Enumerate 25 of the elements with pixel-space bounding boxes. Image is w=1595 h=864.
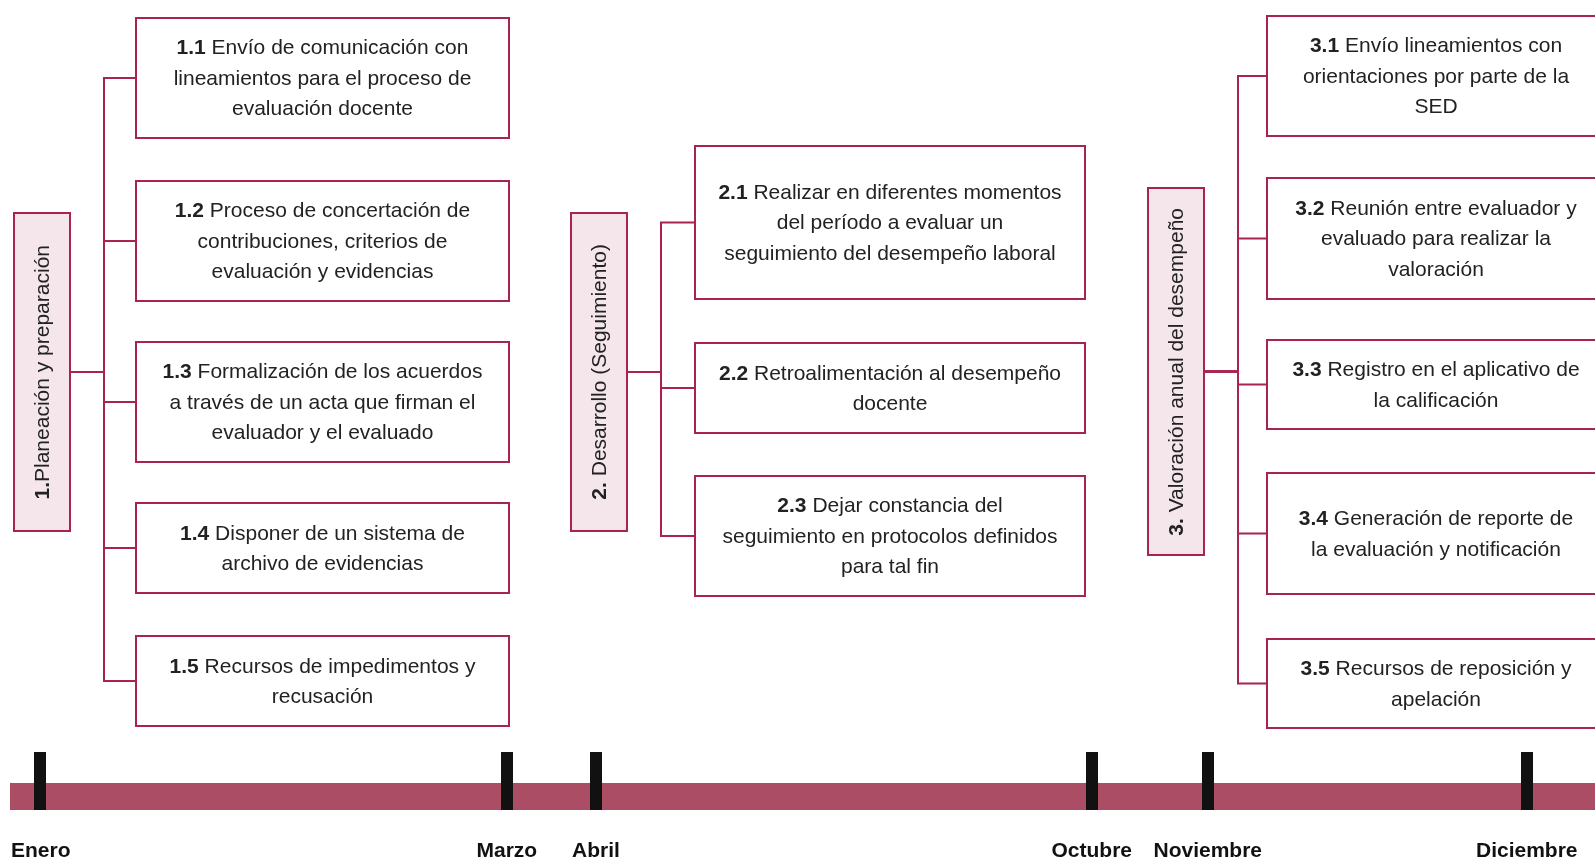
month-label: Marzo	[476, 838, 538, 862]
month-label: Octubre	[1051, 838, 1132, 862]
step-box: 3.4 Generación de reporte de la evaluación y notificación	[1266, 472, 1595, 595]
month-label: Noviembre	[1153, 838, 1263, 862]
step-box: 2.1 Realizar en diferentes momentos del período a evaluar un seguimiento del desempeño laboral	[694, 145, 1086, 300]
step-box: 2.2 Retroalimentación al desempeño docente	[694, 342, 1086, 434]
connector-line	[1204, 370, 1267, 685]
step-box: 3.1 Envío lineamientos con orientaciones por parte de la SED	[1266, 15, 1595, 137]
phase-box: 2. Desarrollo (Seguimiento)	[570, 212, 628, 532]
step-box: 1.4 Disponer de un sistema de archivo de evidencias	[135, 502, 510, 594]
month-label: Diciembre	[1476, 838, 1578, 862]
phase-box: 3. Valoración anual del desempeño	[1147, 187, 1205, 556]
step-box: 3.3 Registro en el aplicativo de la calificación	[1266, 339, 1595, 430]
month-label: Enero	[11, 838, 71, 862]
step-box: 1.1 Envío de comunicación con lineamientos para el proceso de evaluación docente	[135, 17, 510, 139]
step-box: 1.2 Proceso de concertación de contribuciones, criterios de evaluación y evidencias	[135, 180, 510, 302]
step-box: 2.3 Dejar constancia del seguimiento en protocolos definidos para tal fin	[694, 475, 1086, 597]
connector-line	[627, 371, 695, 537]
month-label: Abril	[572, 838, 620, 862]
step-box: 1.5 Recursos de impedimentos y recusación	[135, 635, 510, 727]
connector-line	[70, 371, 136, 682]
step-box: 1.3 Formalización de los acuerdos a través de un acta que firman el evaluador y el evaluado	[135, 341, 510, 463]
phase-box: 1.Planeación y preparación	[13, 212, 71, 532]
step-box: 3.5 Recursos de reposición y apelación	[1266, 638, 1595, 729]
step-box: 3.2 Reunión entre evaluador y evaluado para realizar la valoración	[1266, 177, 1595, 300]
